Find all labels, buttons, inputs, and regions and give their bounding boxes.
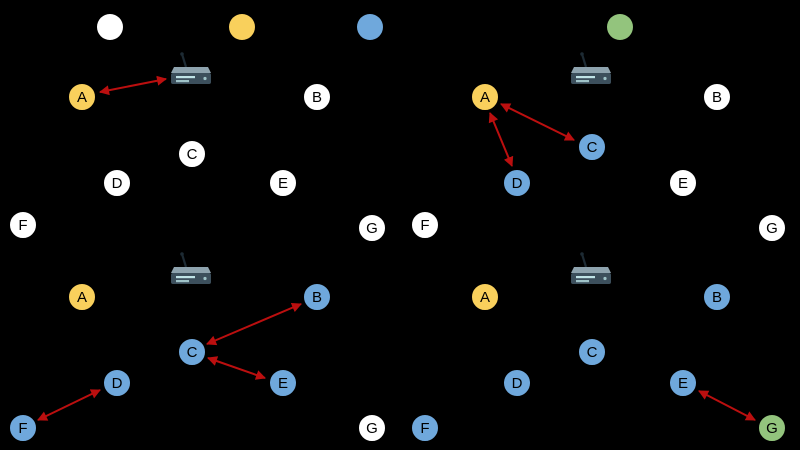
node-top-left-D: D <box>103 169 131 197</box>
arrow-bottom-left-C-to-E <box>207 356 266 380</box>
legend-dot-white <box>97 14 123 40</box>
node-bottom-left-G: G <box>358 414 386 442</box>
node-bottom-right-A: A <box>471 283 499 311</box>
wifi-router-icon-bottom-left <box>168 249 214 291</box>
node-top-left-E: E <box>269 169 297 197</box>
node-bottom-left-A: A <box>68 283 96 311</box>
node-bottom-right-D: D <box>503 369 531 397</box>
wifi-router-icon-bottom-right <box>568 249 614 291</box>
node-top-left-C: C <box>178 140 206 168</box>
node-top-left-A: A <box>68 83 96 111</box>
node-top-right-E: E <box>669 169 697 197</box>
node-top-left-B: B <box>303 83 331 111</box>
arrow-bottom-left-F-to-D <box>37 389 101 421</box>
node-bottom-right-E: E <box>669 369 697 397</box>
wifi-router-icon-top-right <box>568 49 614 91</box>
legend-dot-green <box>607 14 633 40</box>
node-bottom-left-B: B <box>303 283 331 311</box>
node-top-left-G: G <box>358 214 386 242</box>
arrow-top-left-A-to-router <box>99 75 167 96</box>
arrow-top-right-A-to-C <box>500 103 575 141</box>
node-bottom-left-D: D <box>103 369 131 397</box>
node-bottom-right-B: B <box>703 283 731 311</box>
node-bottom-left-E: E <box>269 369 297 397</box>
node-bottom-right-C: C <box>578 338 606 366</box>
node-top-right-F: F <box>411 211 439 239</box>
node-top-right-A: A <box>471 83 499 111</box>
legend-dot-yellow <box>229 14 255 40</box>
node-top-right-G: G <box>758 214 786 242</box>
arrow-top-right-A-to-D <box>488 112 514 167</box>
node-bottom-right-G: G <box>758 414 786 442</box>
legend-dot-blue <box>357 14 383 40</box>
node-top-right-D: D <box>503 169 531 197</box>
node-bottom-right-F: F <box>411 414 439 442</box>
node-top-right-B: B <box>703 83 731 111</box>
node-bottom-left-F: F <box>9 414 37 442</box>
node-top-left-F: F <box>9 211 37 239</box>
node-top-right-C: C <box>578 133 606 161</box>
arrow-bottom-left-C-to-B <box>206 302 302 346</box>
wifi-router-icon-top-left <box>168 49 214 91</box>
arrow-bottom-right-E-to-G <box>698 390 756 421</box>
node-bottom-left-C: C <box>178 338 206 366</box>
